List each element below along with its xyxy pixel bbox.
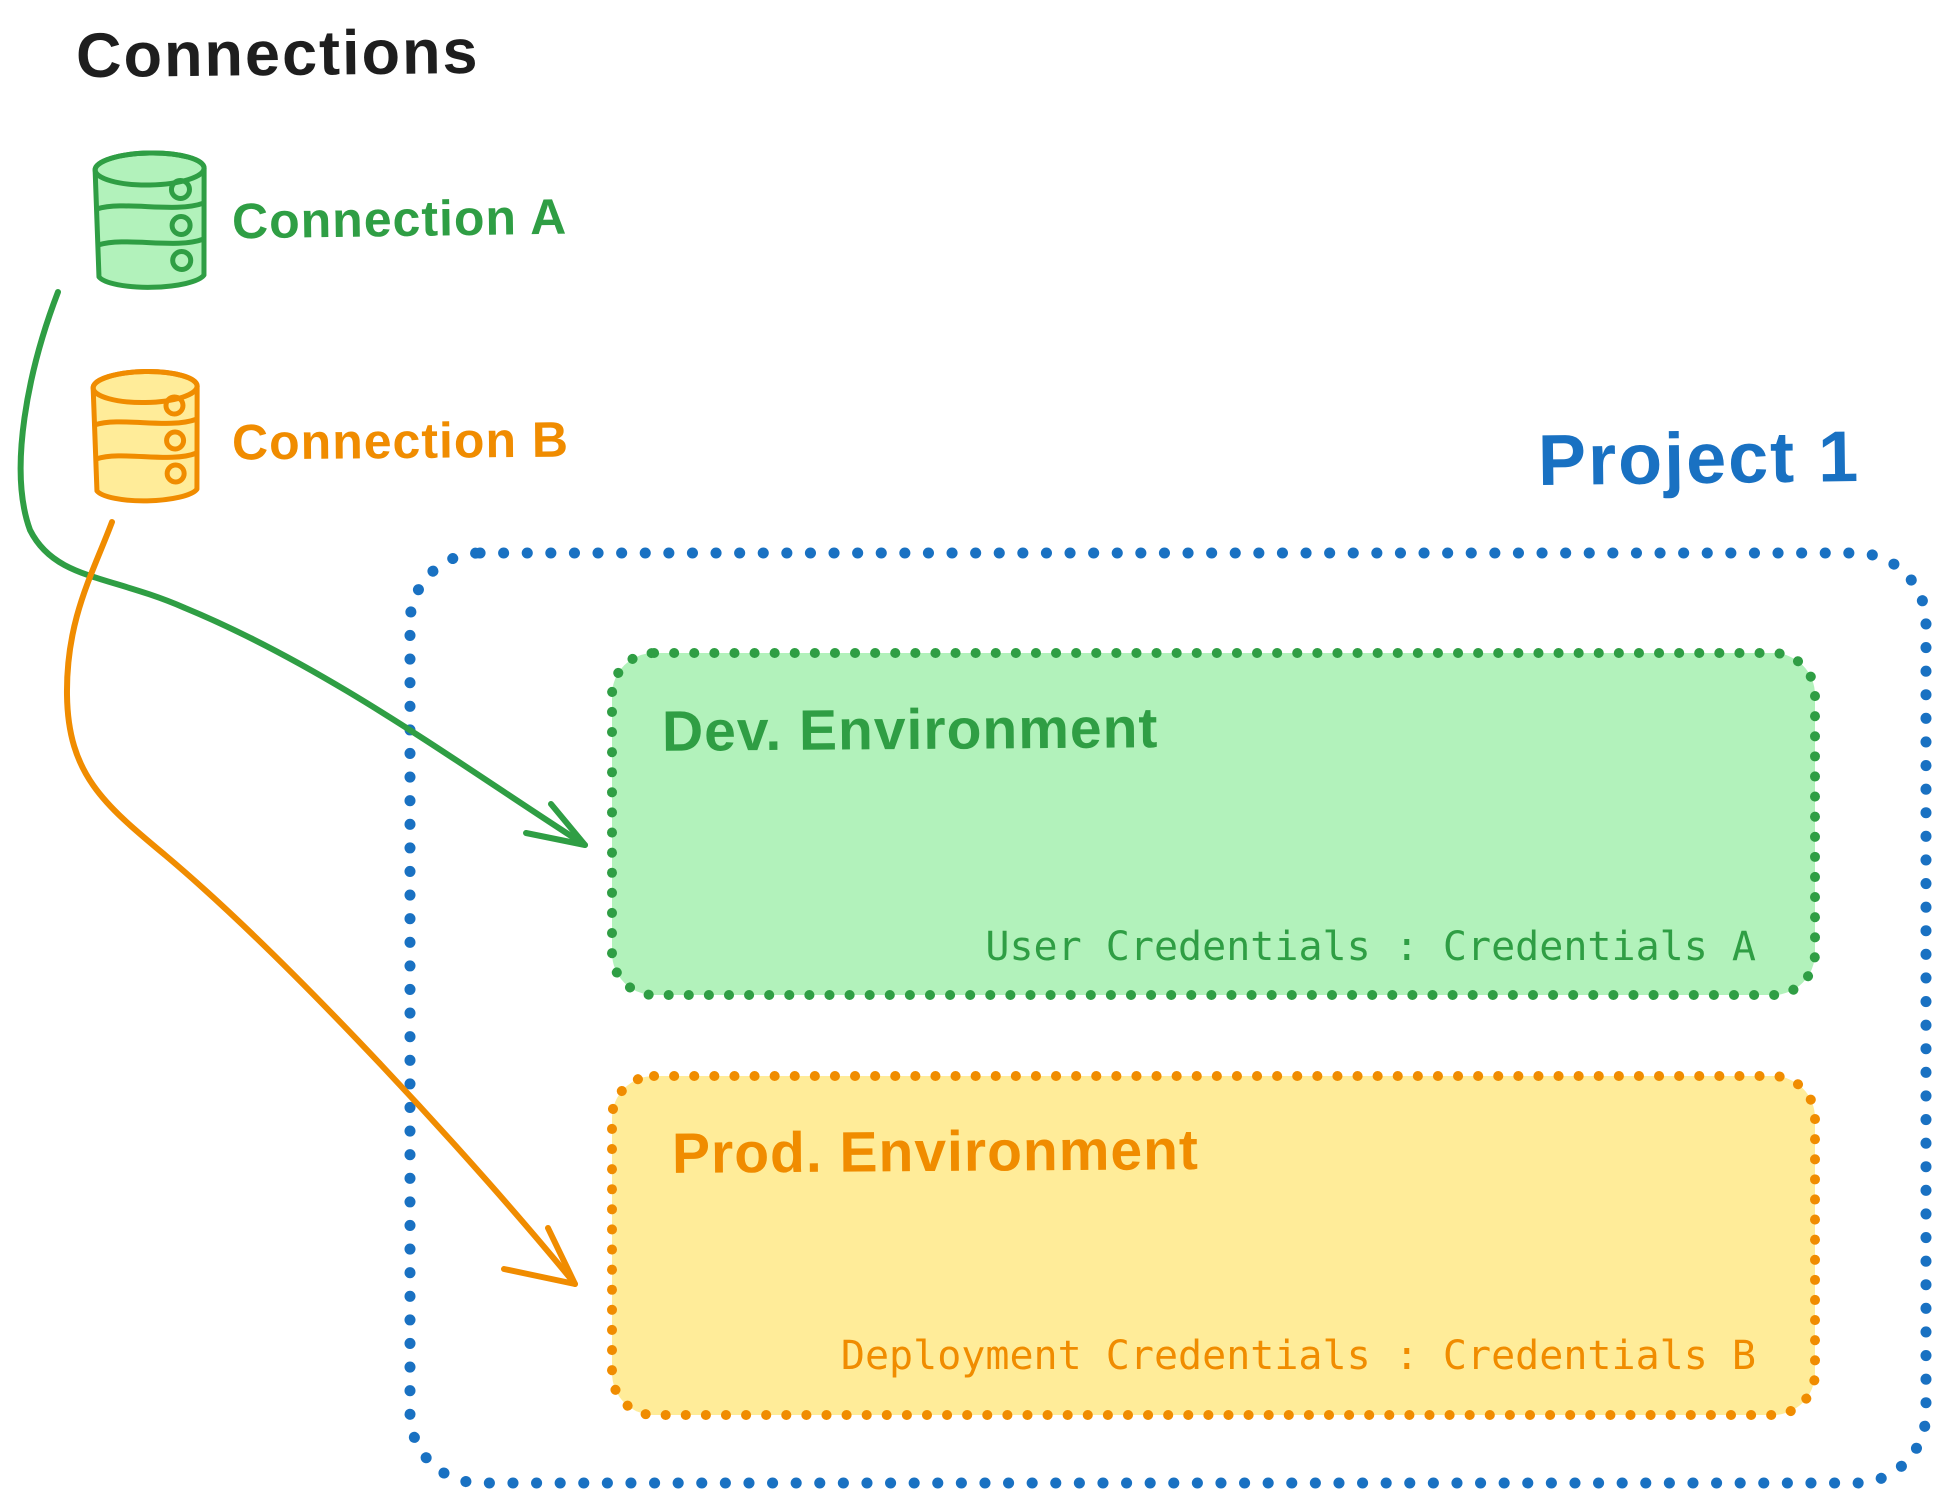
connection-a-arrowhead [523, 801, 588, 848]
database-top [90, 368, 200, 406]
connection-b-arrow [63, 519, 578, 1287]
project-title: Project 1 [1537, 417, 1861, 501]
prod-credentials-text: Deployment Credentials : Credentials B [840, 1333, 1756, 1379]
prod-environment-label: Prod. Environment [671, 1118, 1200, 1186]
connection-b-label: Connection B [231, 411, 570, 471]
connection-a-arrow [17, 289, 588, 848]
project-boundary [404, 547, 1932, 1489]
connection-b-arrowhead [501, 1225, 578, 1287]
prod-environment-box [607, 1071, 1820, 1420]
dev-environment-box [607, 648, 1820, 1000]
prod-environment-border [607, 1071, 1820, 1420]
prod-environment-fill [612, 1076, 1815, 1415]
connection-a-arrow-line [17, 289, 588, 848]
database-dot [164, 429, 187, 452]
connection-b-arrow-line [63, 519, 578, 1287]
database-dot [169, 213, 193, 237]
database-dividers [94, 200, 207, 248]
database-top [92, 150, 207, 188]
database-dot [163, 394, 186, 417]
database-dot [164, 462, 187, 485]
project-boundary-border [404, 547, 1932, 1489]
database-dividers [92, 416, 200, 462]
database-dot [168, 177, 192, 201]
dev-environment-label: Dev. Environment [661, 696, 1159, 764]
database-icon [92, 150, 207, 290]
dev-environment-fill [612, 653, 1815, 995]
dev-credentials-text: User Credentials : Credentials A [985, 924, 1756, 970]
dev-environment-border [607, 648, 1820, 1000]
database-dot [170, 248, 194, 272]
diagram-title: Connections [75, 16, 480, 92]
connection-a-label: Connection A [231, 188, 568, 250]
database-icon [90, 368, 200, 504]
